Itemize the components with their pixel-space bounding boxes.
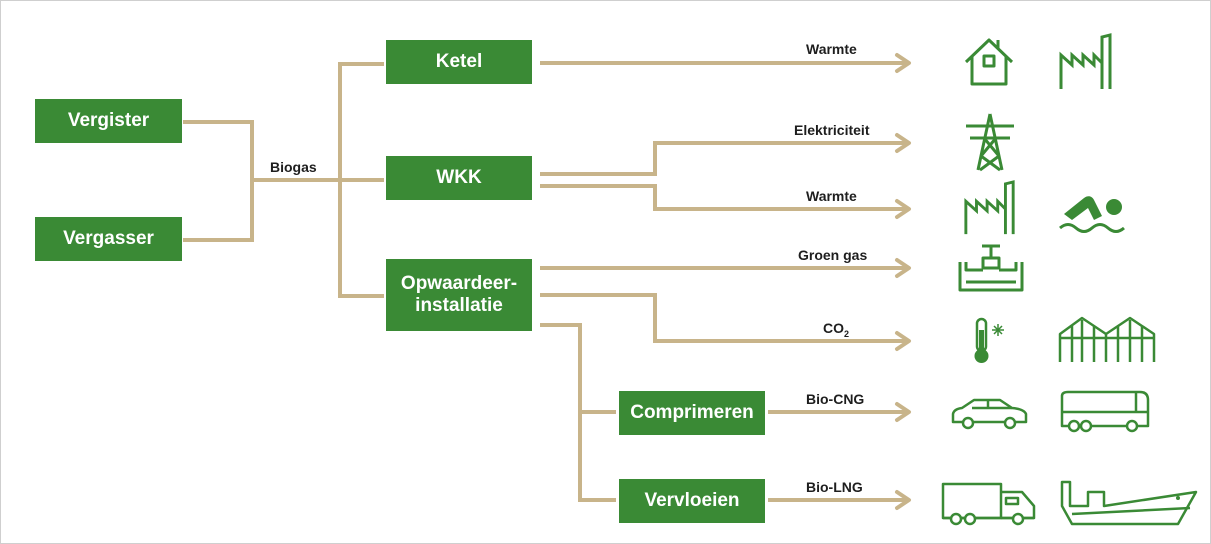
pylon-icon bbox=[966, 113, 1014, 172]
co2-line bbox=[540, 293, 906, 343]
vergasser-box: Vergasser bbox=[35, 217, 182, 261]
elektriciteit-label: Elektriciteit bbox=[794, 122, 870, 138]
co2-label: CO2 bbox=[823, 320, 849, 339]
arrowhead bbox=[895, 258, 911, 278]
opwaardeer-label-line1: Opwaardeer- bbox=[400, 273, 518, 294]
source-connector bbox=[183, 120, 254, 242]
warmte-wkk-label: Warmte bbox=[806, 188, 857, 204]
vergister-label: Vergister bbox=[67, 110, 150, 131]
vergasser-label: Vergasser bbox=[63, 228, 154, 249]
biogas-label: Biogas bbox=[270, 159, 317, 175]
arrowhead bbox=[895, 402, 911, 422]
arrowhead bbox=[895, 490, 911, 510]
house-icon bbox=[964, 38, 1014, 86]
ketel-label: Ketel bbox=[435, 51, 483, 72]
factory-icon bbox=[1059, 33, 1112, 89]
ketel-box: Ketel bbox=[386, 40, 532, 84]
groen-gas-label: Groen gas bbox=[798, 247, 868, 263]
bio-cng-label: Bio-CNG bbox=[806, 391, 865, 407]
arrowhead bbox=[895, 133, 911, 153]
vervloeien-label: Vervloeien bbox=[644, 490, 740, 511]
comprimeren-box: Comprimeren bbox=[619, 391, 765, 435]
opwaardeer-label-line2: installatie bbox=[415, 295, 503, 316]
arrowhead bbox=[895, 199, 911, 219]
thermometer-icon bbox=[974, 317, 1004, 363]
greenhouse-icon bbox=[1058, 316, 1156, 362]
ship-icon bbox=[1060, 480, 1198, 526]
vergister-box: Vergister bbox=[35, 99, 182, 143]
bio-lng-label: Bio-LNG bbox=[806, 479, 863, 495]
factory-icon bbox=[964, 180, 1015, 235]
arrowhead bbox=[895, 53, 911, 73]
opwaardeerinstallatie-box: Opwaardeer- installatie bbox=[386, 259, 532, 331]
warmte-ketel-label: Warmte bbox=[806, 41, 857, 57]
bus-icon bbox=[1060, 390, 1150, 433]
wkk-box: WKK bbox=[386, 156, 532, 200]
gas-valve-icon bbox=[958, 244, 1024, 292]
warmte-wkk-line bbox=[540, 184, 906, 211]
co2-subscript: 2 bbox=[844, 328, 850, 339]
car-icon bbox=[951, 398, 1028, 430]
elektriciteit-line bbox=[540, 141, 906, 176]
swimmer-icon bbox=[1059, 196, 1125, 233]
wkk-label: WKK bbox=[436, 167, 482, 188]
co2-text: CO bbox=[823, 320, 844, 336]
vervloeien-box: Vervloeien bbox=[619, 479, 765, 523]
arrowhead bbox=[895, 331, 911, 351]
comprimeren-label: Comprimeren bbox=[630, 402, 754, 423]
truck-icon bbox=[941, 482, 1036, 526]
